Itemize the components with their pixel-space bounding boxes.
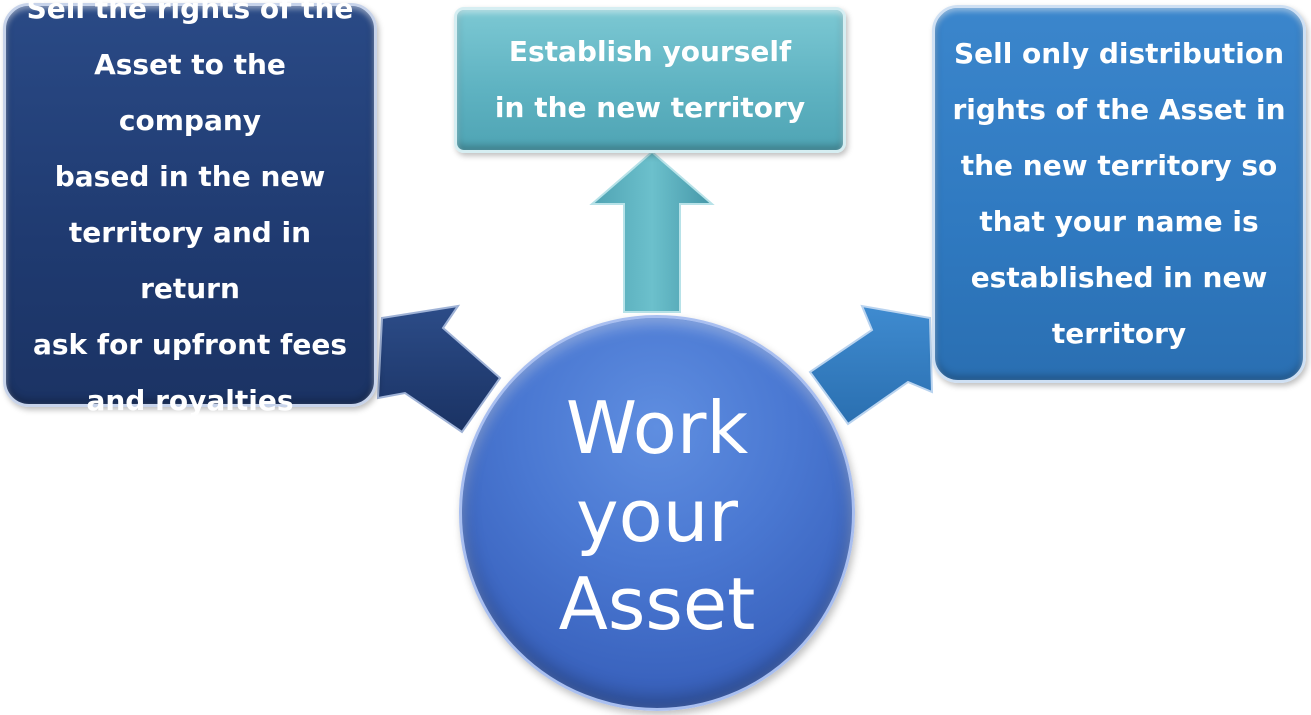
option-box-distribution-rights: Sell only distribution rights of the Ass… bbox=[932, 5, 1306, 383]
option-text-establish-yourself: Establish yourself in the new territory bbox=[494, 35, 806, 124]
center-label: Work your Asset bbox=[558, 386, 756, 646]
center-circle: Work your Asset bbox=[459, 315, 855, 711]
option-box-sell-rights: Sell the rights of the Asset to the comp… bbox=[3, 0, 377, 417]
option-box-establish-yourself: Establish yourself in the new territory bbox=[454, 7, 846, 153]
option-text-distribution-rights: Sell only distribution rights of the Ass… bbox=[952, 37, 1286, 350]
arrow-right bbox=[808, 304, 934, 426]
arrow-up bbox=[589, 150, 715, 313]
arrow-left bbox=[376, 304, 502, 434]
option-text-sell-rights: Sell the rights of the Asset to the comp… bbox=[26, 0, 354, 417]
